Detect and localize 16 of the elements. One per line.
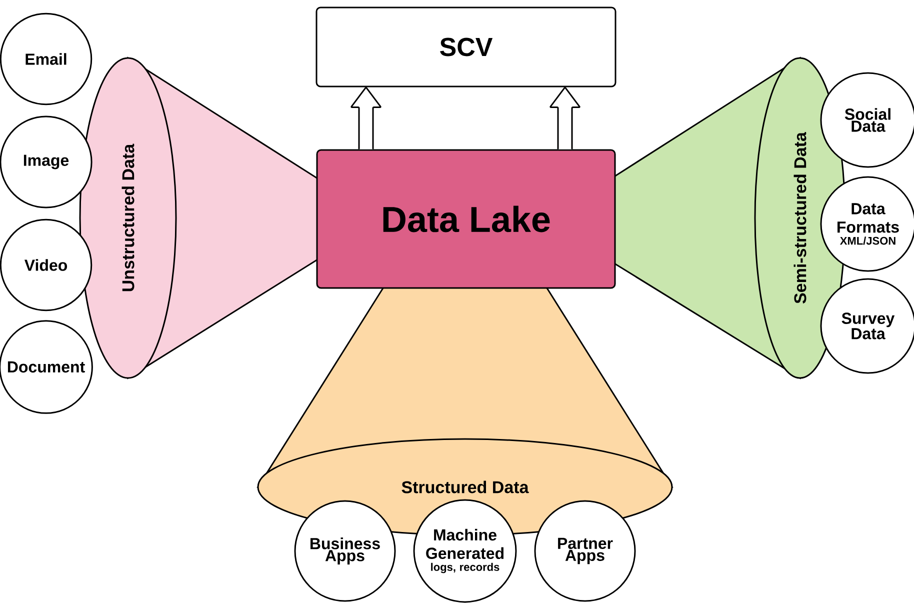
circle-node: Data Formats XML/JSON [820,176,914,272]
node-label: Partner Apps [558,538,613,564]
circle-node: Machine Generated logs, records [413,499,517,603]
node-label: Social Data [844,108,890,132]
circle-node: Business Apps [294,500,396,602]
node-label: Business Apps [310,538,380,564]
block-arrow [550,86,580,150]
circle-node: Social Data [820,72,914,168]
node-label: logs, records [431,562,500,574]
circle-node: Survey Data [820,278,914,374]
circle-node: Video [0,218,92,312]
process-box: Data Lake [316,149,616,289]
circle-node: Email [0,12,92,106]
circle-node: Partner Apps [534,500,636,602]
process-box: SCV [316,6,616,88]
block-arrow [350,86,382,150]
